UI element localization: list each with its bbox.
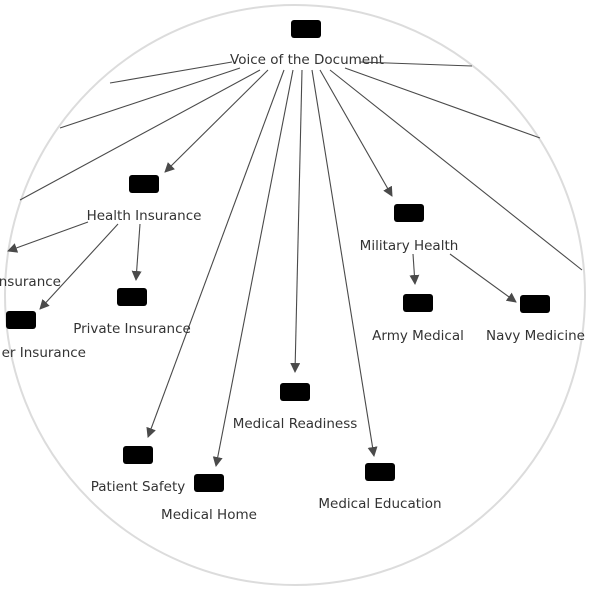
- edge-root-health: [164, 69, 269, 173]
- node-label-medical-home[interactable]: Medical Home: [161, 507, 257, 523]
- lens-border: [4, 4, 586, 586]
- army-medical-tag-icon[interactable]: [403, 294, 433, 312]
- node-label-insurance[interactable]: nsurance: [0, 274, 61, 290]
- health-insurance-tag-icon[interactable]: [129, 175, 159, 193]
- node-label-health-insurance[interactable]: Health Insurance: [87, 208, 202, 224]
- edges: [7, 69, 517, 467]
- navy-medicine-tag-icon[interactable]: [520, 295, 550, 313]
- edge-root-medical-home: [212, 69, 294, 467]
- offscreen-edges: [19, 61, 583, 271]
- edge-offscreen-3: [19, 69, 261, 201]
- edge-offscreen-2: [59, 67, 241, 129]
- edge-root-military: [319, 69, 393, 197]
- node-label-army-medical[interactable]: Army Medical: [372, 328, 464, 344]
- private-insurance-tag-icon[interactable]: [117, 288, 147, 306]
- edge-root-patient-safety: [146, 69, 285, 438]
- node-label-medical-readiness[interactable]: Medical Readiness: [233, 416, 358, 432]
- edge-health-other-insurance: [39, 223, 119, 310]
- edge-offscreen-5: [344, 67, 541, 139]
- edge-health-insurance: [7, 221, 89, 253]
- node-label-military-health[interactable]: Military Health: [360, 238, 459, 254]
- node-labels: Voice of the Document Health Insurance n…: [0, 52, 585, 523]
- edge-health-private: [131, 223, 142, 281]
- edge-root-education: [311, 69, 378, 457]
- node-label-medical-education[interactable]: Medical Education: [318, 496, 441, 512]
- military-health-tag-icon[interactable]: [394, 204, 424, 222]
- edge-military-navy: [449, 253, 517, 303]
- medical-readiness-tag-icon[interactable]: [280, 383, 310, 401]
- patient-safety-tag-icon[interactable]: [123, 446, 153, 464]
- edge-military-army: [409, 253, 420, 285]
- node-label-patient-safety[interactable]: Patient Safety: [91, 479, 185, 495]
- node-label-navy-medicine[interactable]: Navy Medicine: [486, 328, 585, 344]
- node-label-private-insurance[interactable]: Private Insurance: [73, 321, 191, 337]
- root-tag-icon[interactable]: [291, 20, 321, 38]
- edge-offscreen-4: [359, 61, 473, 67]
- other-insurance-tag-icon[interactable]: [6, 311, 36, 329]
- medical-education-tag-icon[interactable]: [365, 463, 395, 481]
- edge-offscreen-6: [329, 69, 583, 271]
- edge-offscreen-1: [109, 61, 233, 84]
- node-label-root[interactable]: Voice of the Document: [230, 52, 384, 68]
- medical-home-tag-icon[interactable]: [194, 474, 224, 492]
- edge-root-readiness: [290, 69, 303, 373]
- node-label-other-insurance[interactable]: er Insurance: [2, 345, 86, 361]
